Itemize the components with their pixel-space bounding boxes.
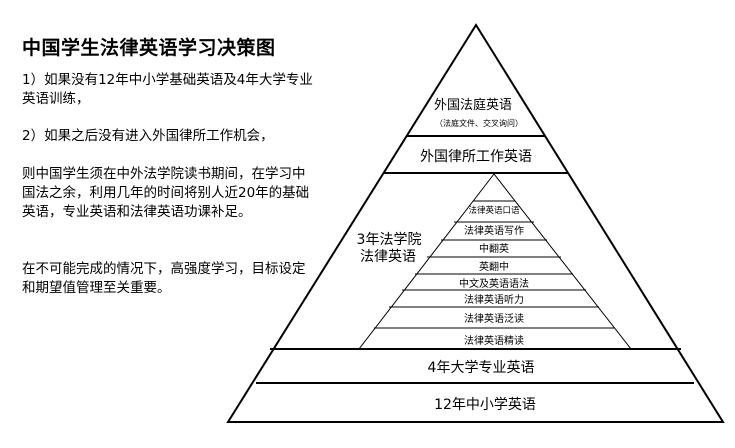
- pyramid-outline: [226, 23, 725, 423]
- consequence-text: 则中国学生须在中外法学院读书期间，在学习中国法之余，利用几年的时间将别人近20年…: [22, 166, 310, 220]
- course-label: 法律英语听力: [464, 293, 524, 306]
- condition-2-text: 2）如果之后没有进入外国律所工作机会，: [22, 128, 274, 144]
- condition-1-text: 1）如果没有12年中小学基础英语及4年大学专业英语训练，: [22, 72, 313, 107]
- course-label: 法律英语精读: [464, 334, 524, 347]
- law-school-inner-pyramid: [357, 173, 633, 350]
- top-layer-sublabel: （法庭文件、交叉询问）: [435, 118, 523, 128]
- course-label: 英翻中: [479, 260, 509, 273]
- top-layer-label: 外国法庭英语: [434, 97, 512, 113]
- advice-text: 在不可能完成的情况下，高强度学习，目标设定和期望值管理至关重要。: [22, 261, 306, 296]
- course-label: 中文及英语语法: [459, 277, 529, 290]
- course-label: 法律英语写作: [464, 224, 524, 237]
- page-title: 中国学生法律英语学习决策图: [22, 37, 276, 59]
- law-school-label-line1: 3年法学院: [357, 232, 422, 248]
- school-layer-label: 12年中小学英语: [434, 396, 536, 413]
- course-label: 法律英语泛读: [464, 312, 524, 325]
- law-firm-layer-label: 外国律所工作英语: [420, 148, 532, 165]
- course-label: 中翻英: [479, 242, 509, 255]
- law-school-label-line2: 法律英语: [360, 248, 416, 265]
- course-label: 法律英语口语: [468, 205, 520, 216]
- university-layer-label: 4年大学专业英语: [428, 359, 535, 376]
